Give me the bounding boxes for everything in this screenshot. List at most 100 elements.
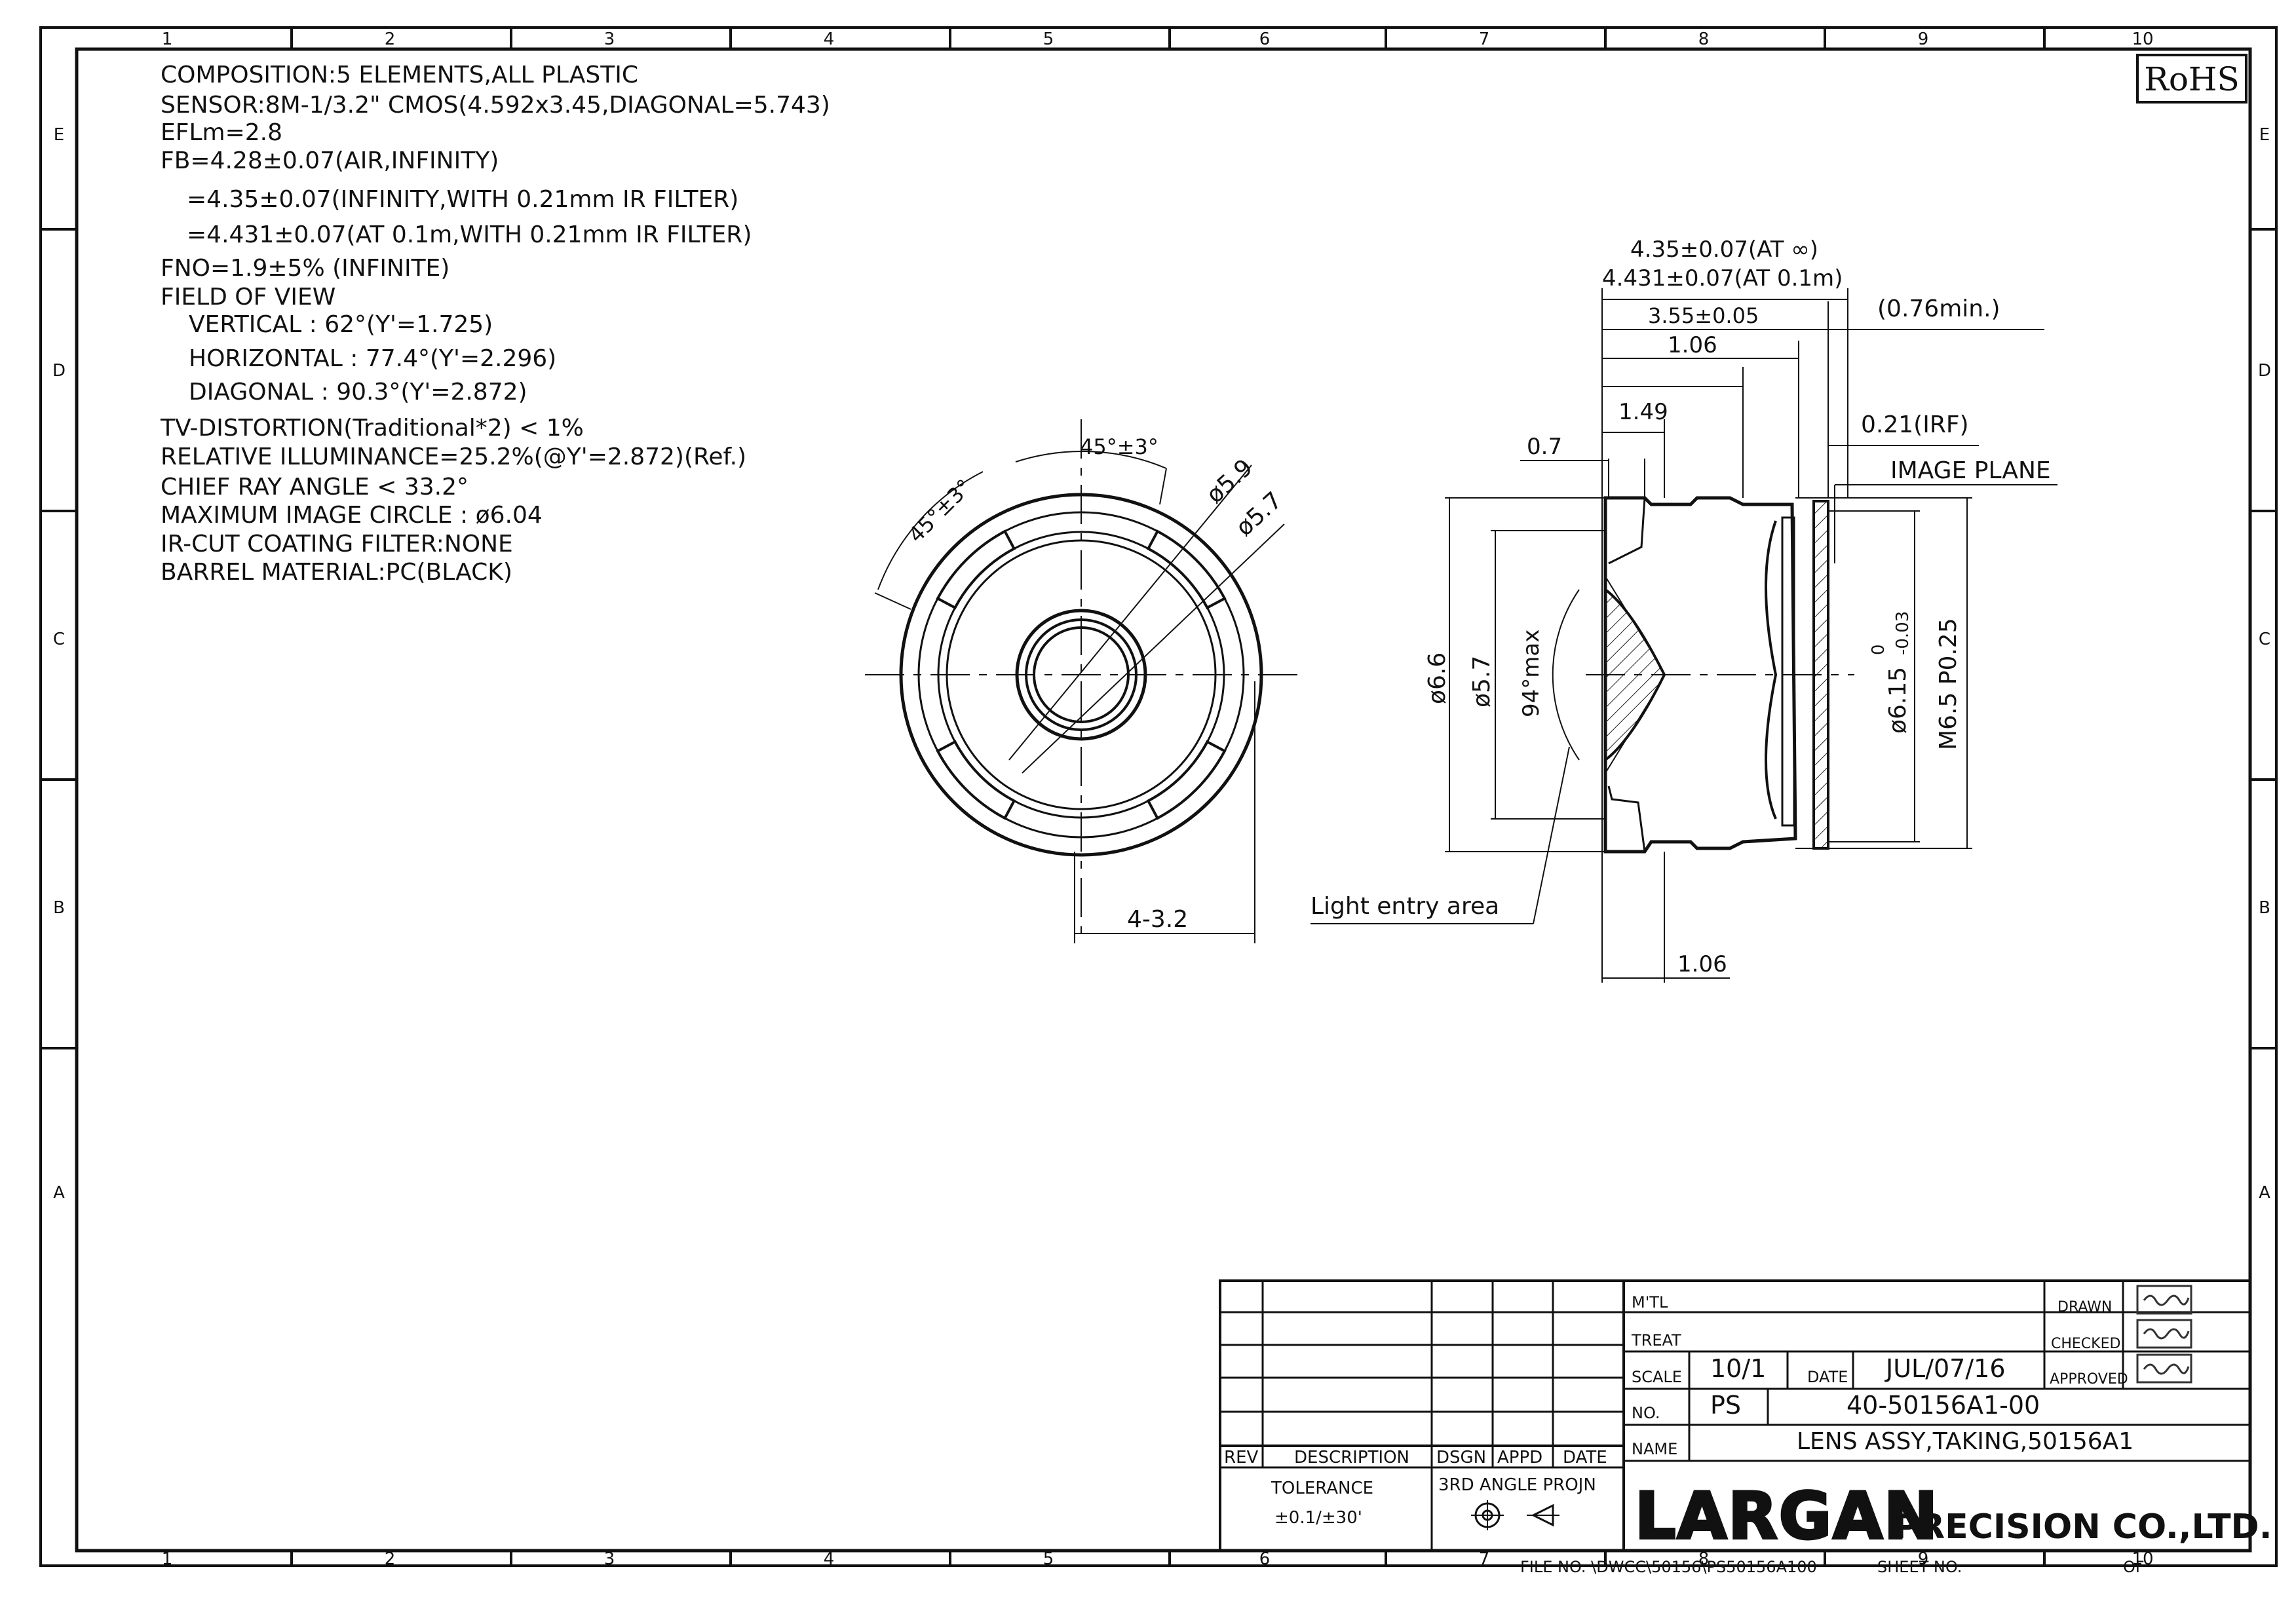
spec-line: FB=4.28±0.07(AIR,INFINITY) <box>161 147 499 174</box>
name-value: LENS ASSY,TAKING,50156A1 <box>1797 1428 2133 1455</box>
sheet-number-label: SHEET NO. <box>1877 1558 1962 1576</box>
image-plane-label: IMAGE PLANE <box>1890 457 2051 484</box>
column-label: 5 <box>1043 29 1054 49</box>
column-label: 7 <box>1479 29 1490 49</box>
row-label: E <box>2259 125 2270 145</box>
spec-line: COMPOSITION:5 ELEMENTS,ALL PLASTIC <box>161 62 638 88</box>
company-logo: LARGAN <box>1635 1479 1939 1554</box>
spec-line: HORIZONTAL : 77.4°(Y'=2.296) <box>189 345 556 372</box>
spec-line: =4.35±0.07(INFINITY,WITH 0.21mm IR FILTE… <box>187 186 738 213</box>
column-label: 2 <box>385 29 396 49</box>
spec-line: EFLm=2.8 <box>161 119 282 146</box>
scale-value: 10/1 <box>1710 1354 1766 1383</box>
slots-label: 4-3.2 <box>1127 906 1188 933</box>
appd-label: APPD <box>1497 1448 1542 1467</box>
dim-1-06-top: 1.06 <box>1668 332 1717 358</box>
column-label: 10 <box>2132 29 2153 49</box>
spec-line: FNO=1.9±5% (INFINITE) <box>161 255 450 282</box>
front-view: 45°±3° 45°±3° ø5.9 ø5.7 4-3.2 <box>865 419 1297 943</box>
spec-line: IR-CUT COATING FILTER:NONE <box>161 531 513 557</box>
mtl-label: M'TL <box>1632 1293 1668 1312</box>
column-label: 3 <box>604 1549 615 1569</box>
column-label: 9 <box>1918 29 1929 49</box>
side-view: 4.35±0.07(AT ∞) 4.431±0.07(AT 0.1m) 3.55… <box>1311 236 2057 983</box>
column-label: 10 <box>2132 1549 2153 1569</box>
light-entry-label: Light entry area <box>1311 893 1499 920</box>
spec-line: =4.431±0.07(AT 0.1m,WITH 0.21mm IR FILTE… <box>187 221 752 248</box>
approved-label: APPROVED <box>2050 1371 2128 1388</box>
column-label: 6 <box>1259 1549 1271 1569</box>
slot-tab <box>936 529 1016 610</box>
fov-max-label: 94°max <box>1518 630 1544 717</box>
scale-label: SCALE <box>1632 1368 1682 1386</box>
date-label: DATE <box>1807 1368 1848 1386</box>
diameter-6-15: ø6.15 <box>1885 667 1911 734</box>
drawn-label: DRAWN <box>2057 1299 2112 1315</box>
slot-tab <box>936 740 1016 820</box>
diameter-outer-label: ø5.9 <box>1202 454 1258 509</box>
spec-line: VERTICAL : 62°(Y'=1.725) <box>189 311 493 338</box>
number-label: NO. <box>1632 1404 1660 1422</box>
slot-tab <box>1146 740 1227 820</box>
diameter-6-6: ø6.6 <box>1424 652 1451 704</box>
tolerance-6-15-lower: -0.03 <box>1893 611 1913 655</box>
rev-label: REV <box>1224 1448 1258 1467</box>
slot-tabs <box>936 529 1227 820</box>
spec-line: TV-DISTORTION(Traditional*2) < 1% <box>160 415 584 442</box>
dim-0-7: 0.7 <box>1527 434 1562 460</box>
sheet-of-label: OF <box>2123 1558 2145 1576</box>
column-label: 3 <box>604 29 615 49</box>
description-label: DESCRIPTION <box>1294 1448 1409 1467</box>
dim-3-55: 3.55±0.05 <box>1648 303 1759 328</box>
column-label: 8 <box>1698 1549 1710 1569</box>
row-label: E <box>54 125 64 145</box>
thread-spec: M6.5 P0.25 <box>1935 618 1962 750</box>
dim-at-01m: 4.431±0.07(AT 0.1m) <box>1602 265 1843 292</box>
spec-line: BARREL MATERIAL:PC(BLACK) <box>161 559 512 586</box>
column-label: 1 <box>162 1549 173 1569</box>
column-label: 1 <box>162 29 173 49</box>
column-label: 4 <box>824 1549 835 1569</box>
row-label: B <box>2259 898 2270 918</box>
row-label: D <box>52 361 66 381</box>
signature-stamps <box>2136 1285 2192 1384</box>
column-label: 5 <box>1043 1549 1054 1569</box>
dsgn-label: DSGN <box>1436 1448 1486 1467</box>
column-label: 9 <box>1918 1549 1929 1569</box>
spec-line: DIAGONAL : 90.3°(Y'=2.872) <box>189 379 527 406</box>
spec-line: FIELD OF VIEW <box>161 284 335 311</box>
title-block: M'TL TREAT SCALE 10/1 DATE JUL/07/16 NO.… <box>1219 1279 2272 1576</box>
date2-label: DATE <box>1563 1448 1607 1467</box>
name-label: NAME <box>1632 1440 1677 1458</box>
drawing-frame <box>39 26 2278 1567</box>
slot-tab <box>1146 529 1227 610</box>
number-value: 40-50156A1-00 <box>1846 1391 2040 1420</box>
diameter-5-7: ø5.7 <box>1468 656 1495 708</box>
row-label: B <box>53 898 65 918</box>
dim-ir-filter: 0.21(IRF) <box>1861 411 1969 438</box>
tolerance-label: TOLERANCE <box>1271 1479 1373 1498</box>
specification-notes: COMPOSITION:5 ELEMENTS,ALL PLASTIC SENSOR… <box>160 62 830 586</box>
column-label: 6 <box>1259 29 1271 49</box>
checked-label: CHECKED <box>2051 1336 2120 1352</box>
column-labels-top: 1 2 3 4 5 6 7 8 9 10 <box>162 29 2154 49</box>
spec-line: SENSOR:8M-1/3.2" CMOS(4.592x3.45,DIAGONA… <box>161 92 830 119</box>
rohs-badge: RoHS <box>2136 54 2248 104</box>
company-suffix: PRECISION CO.,LTD. <box>1894 1507 2272 1547</box>
tolerance-value: ±0.1/±30' <box>1274 1508 1362 1528</box>
dim-0-76-min: (0.76min.) <box>1877 295 2000 322</box>
projection-symbol <box>1471 1500 1559 1530</box>
row-label: D <box>2258 361 2271 381</box>
dim-at-infinity: 4.35±0.07(AT ∞) <box>1630 236 1818 263</box>
column-label: 8 <box>1698 29 1710 49</box>
diameter-inner-label: ø5.7 <box>1231 487 1288 542</box>
tolerance-6-15-upper: 0 <box>1869 644 1888 655</box>
row-label: C <box>2259 630 2270 649</box>
file-number: FILE NO. \DWCC\50156\PS50156A100 <box>1520 1558 1817 1576</box>
column-label: 2 <box>385 1549 396 1569</box>
column-label: 4 <box>824 29 835 49</box>
rohs-label: RoHS <box>2144 60 2240 98</box>
treat-label: TREAT <box>1631 1331 1681 1350</box>
spec-line: RELATIVE ILLUMINANCE=25.2%(@Y'=2.872)(Re… <box>161 444 746 470</box>
